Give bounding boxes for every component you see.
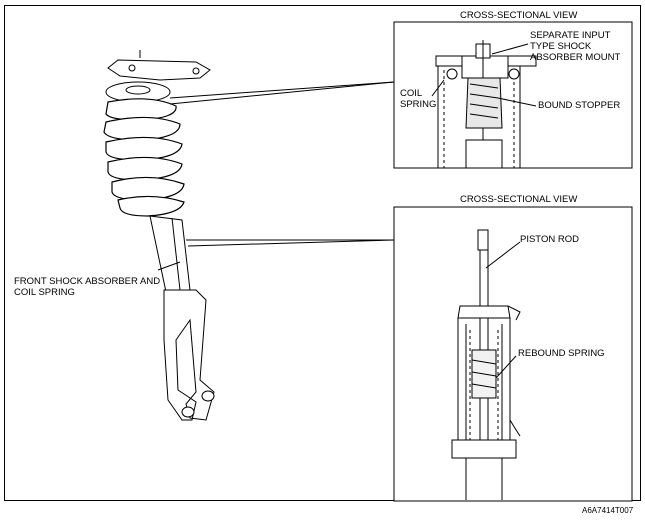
figure-code: A6A7414T007 bbox=[582, 506, 634, 515]
bottom-section-drawing bbox=[451, 229, 521, 500]
figure-frame bbox=[4, 5, 641, 501]
mount-label: SEPARATE INPUT TYPE SHOCK ABSORBER MOUNT bbox=[530, 30, 621, 63]
bound-stopper-label: BOUND STOPPER bbox=[538, 100, 621, 111]
piston-rod-label: PISTON ROD bbox=[520, 234, 579, 245]
strut-assembly bbox=[103, 50, 215, 421]
assembly-label: FRONT SHOCK ABSORBER AND COIL SPRING bbox=[14, 276, 161, 298]
coil-spring-turns bbox=[103, 98, 185, 217]
top-view-title: CROSS-SECTIONAL VIEW bbox=[460, 10, 578, 21]
coil-spring-label: COIL SPRING bbox=[400, 88, 437, 110]
top-detail-box bbox=[393, 21, 633, 169]
leader-lines bbox=[157, 43, 537, 379]
bottom-view-title: CROSS-SECTIONAL VIEW bbox=[460, 194, 578, 205]
rebound-spring-label: REBOUND SPRING bbox=[518, 348, 605, 359]
top-section-drawing bbox=[435, 40, 537, 169]
